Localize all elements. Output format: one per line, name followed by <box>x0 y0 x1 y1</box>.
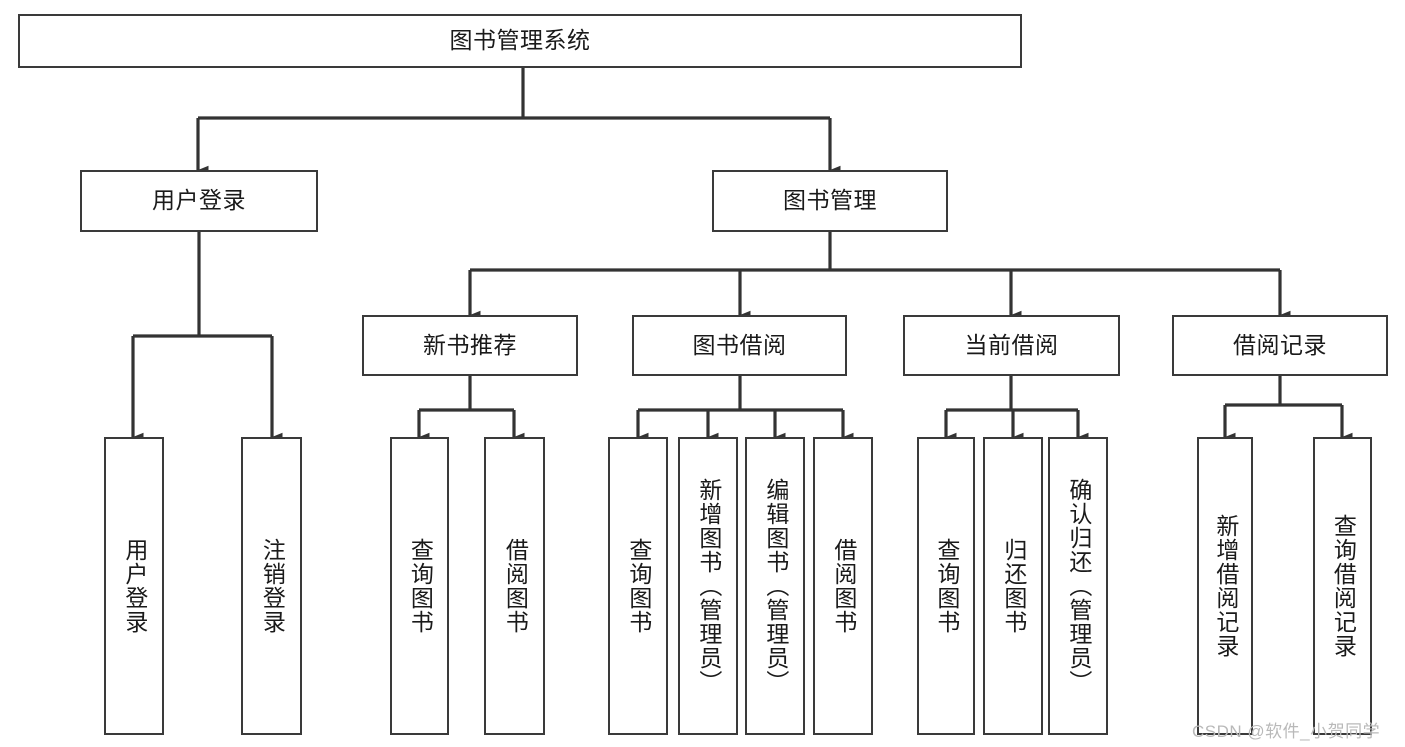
node-root[interactable]: 图书管理系统 <box>18 14 1022 68</box>
node-leaf-query-book-1[interactable]: 查询图书 <box>390 437 449 735</box>
node-leaf-user-login-label: 用户登录 <box>121 538 148 634</box>
node-leaf-borrow-book-1-label: 借阅图书 <box>502 538 529 634</box>
node-leaf-return-book[interactable]: 归还图书 <box>983 437 1043 735</box>
node-leaf-user-login[interactable]: 用户登录 <box>104 437 164 735</box>
node-leaf-query-book-2-label: 查询图书 <box>625 538 652 634</box>
node-user-login-label: 用户登录 <box>152 187 246 214</box>
node-leaf-edit-book-label: 编辑图书（管理员） <box>762 478 789 694</box>
node-leaf-query-book-1-label: 查询图书 <box>407 538 434 634</box>
node-leaf-add-book-label: 新增图书（管理员） <box>695 478 722 694</box>
node-leaf-query-book-3-label: 查询图书 <box>933 538 960 634</box>
node-leaf-query-book-3[interactable]: 查询图书 <box>917 437 975 735</box>
node-current-borrow[interactable]: 当前借阅 <box>903 315 1120 376</box>
node-leaf-confirm-return[interactable]: 确认归还（管理员） <box>1048 437 1108 735</box>
node-current-borrow-label: 当前借阅 <box>964 331 1059 358</box>
node-leaf-query-record[interactable]: 查询借阅记录 <box>1313 437 1372 735</box>
node-leaf-logout[interactable]: 注销登录 <box>241 437 302 735</box>
node-root-label: 图书管理系统 <box>449 27 591 54</box>
node-leaf-add-record-label: 新增借阅记录 <box>1212 514 1239 658</box>
node-leaf-query-book-2[interactable]: 查询图书 <box>608 437 668 735</box>
node-leaf-edit-book[interactable]: 编辑图书（管理员） <box>745 437 805 735</box>
node-borrow-record-label: 借阅记录 <box>1233 331 1327 358</box>
node-leaf-query-record-label: 查询借阅记录 <box>1330 514 1357 658</box>
node-leaf-add-record[interactable]: 新增借阅记录 <box>1197 437 1253 735</box>
node-new-book-recommend-label: 新书推荐 <box>423 331 517 358</box>
node-user-login[interactable]: 用户登录 <box>80 170 318 232</box>
node-book-borrow-label: 图书借阅 <box>692 331 787 358</box>
node-leaf-logout-label: 注销登录 <box>259 538 286 634</box>
node-leaf-add-book[interactable]: 新增图书（管理员） <box>678 437 738 735</box>
node-book-manage[interactable]: 图书管理 <box>712 170 948 232</box>
node-leaf-confirm-return-label: 确认归还（管理员） <box>1065 478 1092 694</box>
node-leaf-borrow-book-2[interactable]: 借阅图书 <box>813 437 873 735</box>
node-borrow-record[interactable]: 借阅记录 <box>1172 315 1388 376</box>
node-leaf-return-book-label: 归还图书 <box>1000 538 1027 634</box>
node-leaf-borrow-book-2-label: 借阅图书 <box>830 538 857 634</box>
node-book-manage-label: 图书管理 <box>783 187 877 214</box>
node-leaf-borrow-book-1[interactable]: 借阅图书 <box>484 437 545 735</box>
csdn-watermark: CSDN @软件_小贺同学 <box>1192 722 1381 741</box>
node-new-book-recommend[interactable]: 新书推荐 <box>362 315 578 376</box>
node-book-borrow[interactable]: 图书借阅 <box>632 315 847 376</box>
